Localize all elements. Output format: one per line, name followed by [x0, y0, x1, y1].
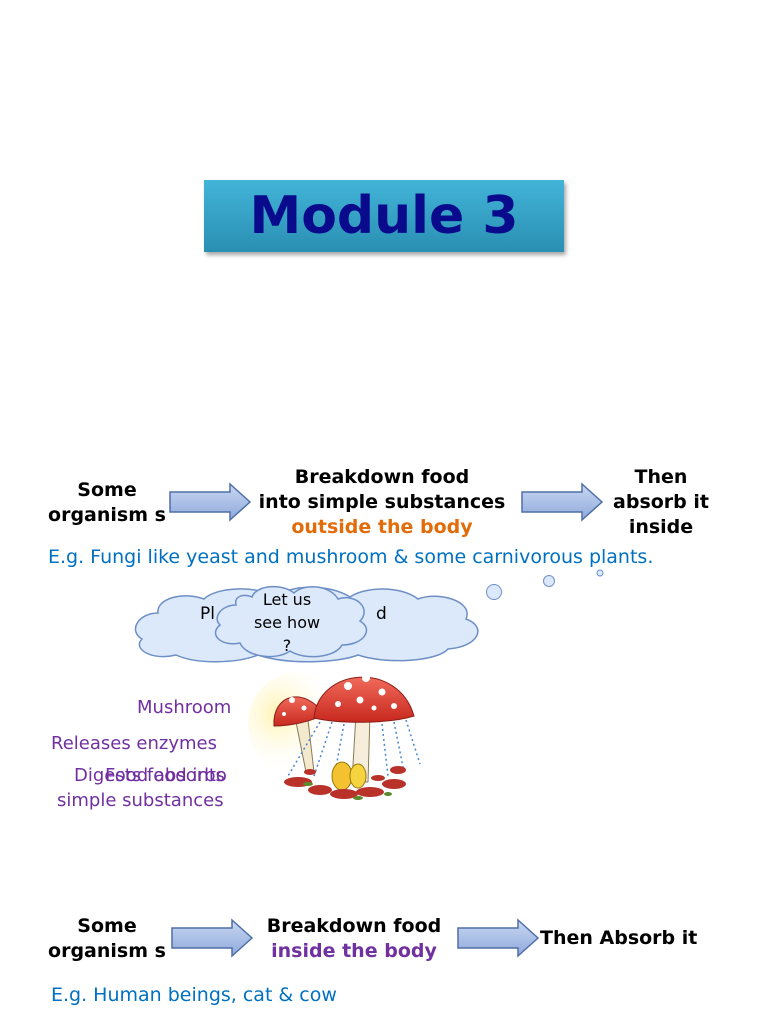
back-cloud-text-right: d [376, 604, 387, 624]
row2-right-text: Then Absorb it [540, 927, 698, 949]
row1-middle-highlight: outside the body [291, 516, 473, 538]
row1-arrow-2 [521, 482, 604, 522]
mushroom-illustration [248, 672, 421, 800]
page-title: Module 3 [249, 186, 519, 246]
label-enzymes: Releases enzymes [51, 733, 217, 754]
row2-arrow-1 [171, 918, 254, 958]
row1-left-text: Some organism s [44, 478, 170, 528]
label-food-absorbs: Food absorbs [105, 765, 225, 786]
row1-right-text: Then absorb it inside [600, 465, 722, 540]
title-banner: Module 3 [204, 180, 564, 252]
front-cloud [214, 585, 368, 658]
label-simple: simple substances [57, 790, 224, 811]
row1-middle-block: Breakdown food into simple substances ou… [244, 465, 520, 540]
row2-middle-highlight: inside the body [271, 940, 437, 962]
row1-middle-line1: Breakdown food [294, 466, 470, 488]
row2-middle-block: Breakdown food inside the body [254, 914, 454, 964]
row2-left-text: Some organism s [44, 914, 170, 964]
row1-example: E.g. Fungi like yeast and mushroom & som… [48, 546, 654, 568]
row2-arrow-2 [457, 918, 540, 958]
row1-right-label: Then absorb it inside [613, 466, 709, 538]
front-cloud-text: Let us see how ? [253, 590, 321, 655]
row2-example: E.g. Human beings, cat & cow [51, 984, 337, 1006]
row1-middle-line2: into simple substances [258, 491, 506, 513]
row1-left-label: Some organism s [48, 479, 166, 526]
row2-left-label: Some organism s [48, 915, 166, 962]
row2-middle-line1: Breakdown food [266, 915, 442, 937]
label-mushroom: Mushroom [137, 697, 232, 718]
thought-dots [486, 569, 604, 600]
back-cloud-text-left: Pl [200, 604, 215, 624]
label-digests: Digests food into [74, 765, 227, 786]
row1-arrow-1 [169, 482, 252, 522]
